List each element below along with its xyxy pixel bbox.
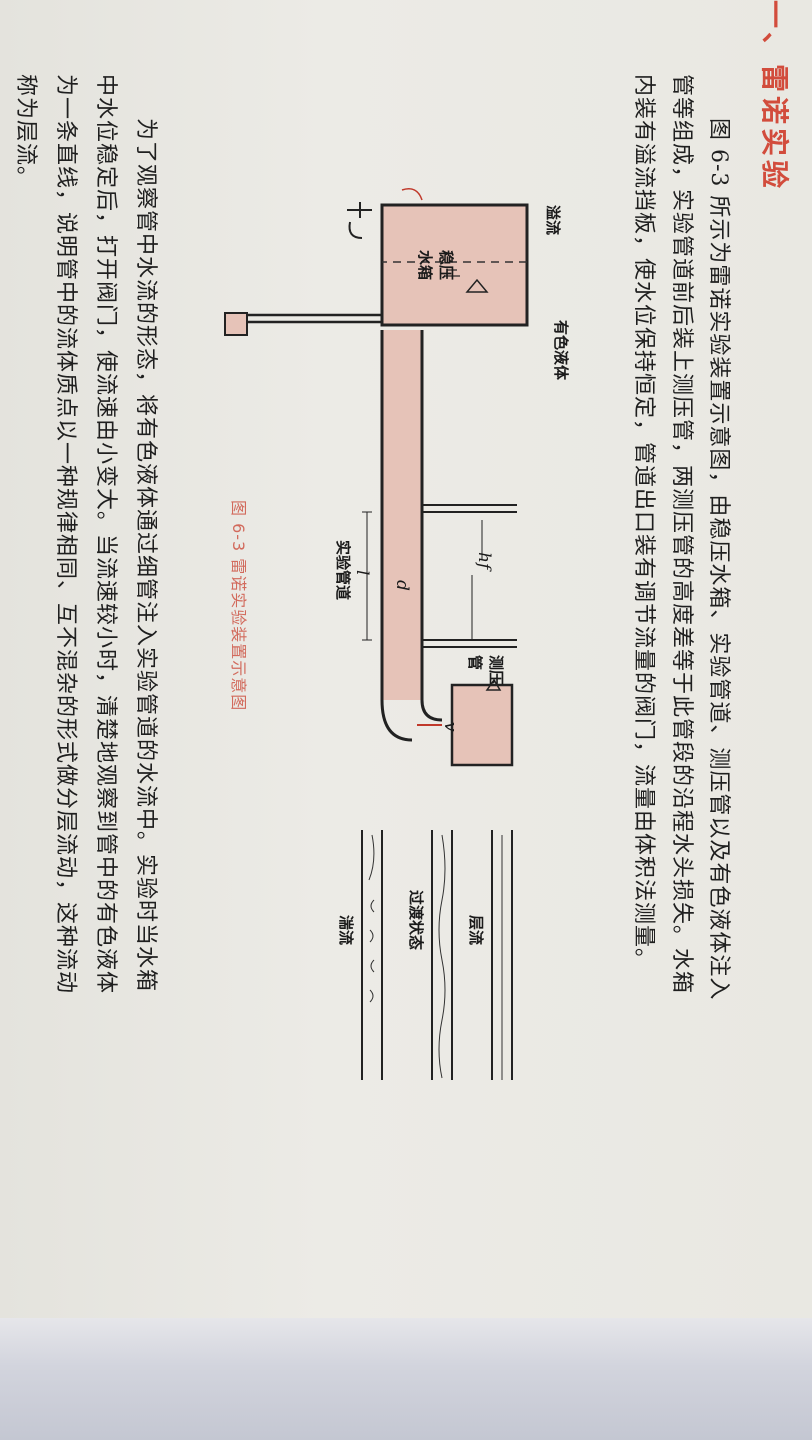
reynolds-apparatus-diagram [224,188,529,1080]
label-transition: 过渡状态 [407,890,425,951]
label-turbulent: 湍流 [337,915,355,946]
label-pipe: 实验管道 [334,540,352,601]
label-d: d [392,580,412,591]
flow-pattern-laminar [491,830,513,1080]
flow-pattern-turbulent [361,830,383,1080]
stabilizing-tank [380,203,529,327]
label-tank: 稳压水箱 [416,250,455,281]
background-surface [0,1318,812,1440]
figure-caption: 图 6-3 雷诺实验装置示意图 [229,500,248,712]
book-page-photo: 一、雷诺实验 图 6-3 所示为雷诺实验装置示意图，由稳压水箱、实验管道、测压管… [0,0,812,1330]
label-hf: hf [474,552,494,570]
flow-pattern-transition [431,830,453,1080]
label-dye: 有色液体 [552,320,570,381]
tank-water-level-icon [465,278,489,293]
dye-reservoir [224,312,248,336]
label-overflow: 溢流 [544,205,562,236]
label-laminar: 层流 [467,915,485,946]
paragraph2-line2: 中水位稳定后，打开阀门，使流速由小变大。当流速较小时，清楚地观察到管中的有色液体 [93,74,118,995]
paragraph2-line1: 为了观察管中水流的形态，将有色液体通过细管注入实验管道的水流中。实验时当水箱 [133,118,158,993]
label-l: l [352,570,372,576]
faucet-icon [347,202,372,239]
paragraph2-line4: 称为层流。 [13,74,38,190]
overflow-arrow-icon [401,188,423,201]
measuring-tank [450,683,514,767]
rotated-page-content: 一、雷诺实验 图 6-3 所示为雷诺实验装置示意图，由稳压水箱、实验管道、测压管… [13,0,791,1080]
label-piezometer: 测压管 [466,655,505,686]
label-v: v [440,722,460,732]
paragraph2-line3: 为一条直线，说明管中的流体质点以一种规律相同、互不混杂的形式做分层流动，这种流动 [53,74,78,995]
